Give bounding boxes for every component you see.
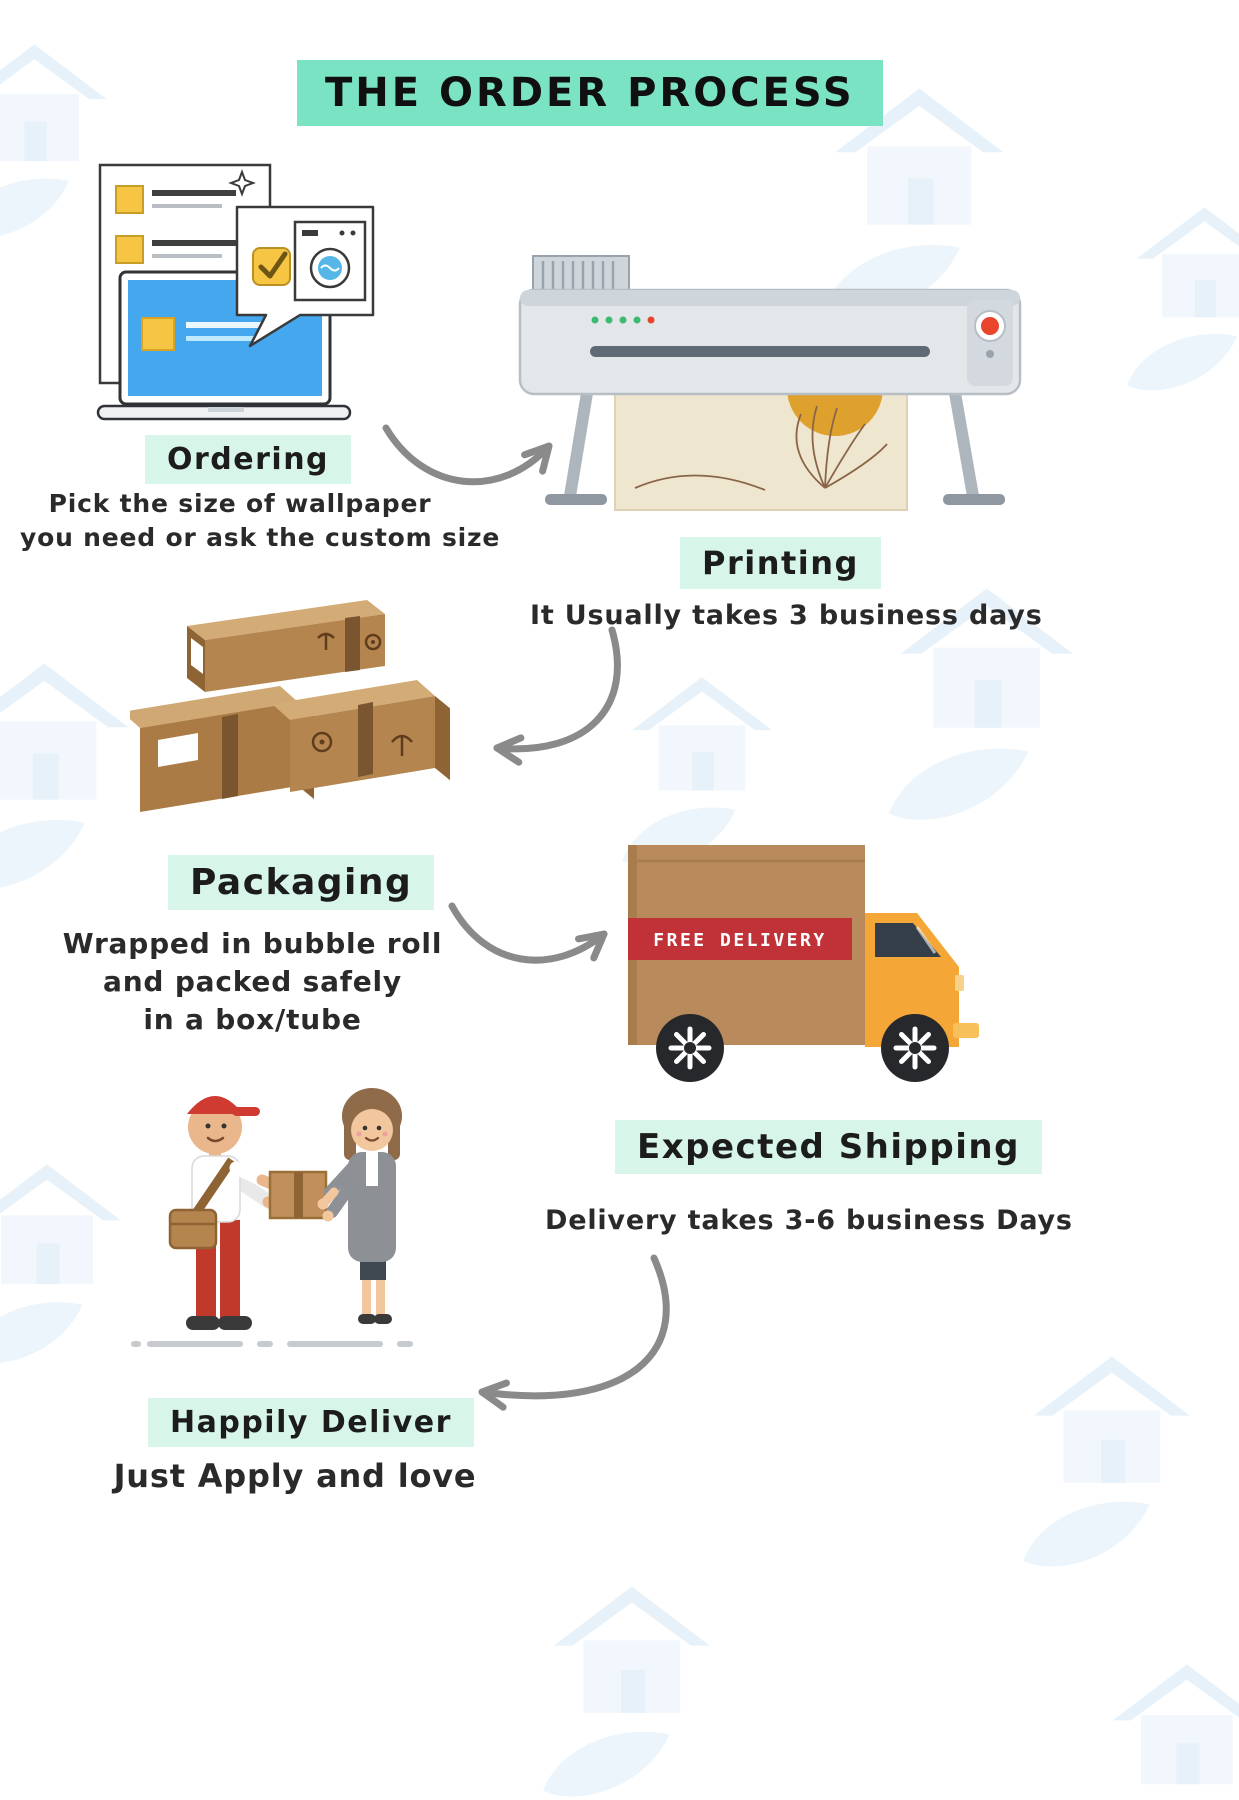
step-desc-deliver: Just Apply and love [95, 1455, 495, 1497]
truck-window [875, 923, 941, 957]
arrow-printing-to-packaging [493, 626, 621, 766]
speech-bubble [235, 205, 375, 348]
house-leaf-watermark-icon [543, 1586, 710, 1797]
order-documents-laptop-illustration [96, 163, 375, 421]
house-leaf-watermark-icon [1102, 1664, 1239, 1800]
cardboard-boxes-illustration [130, 600, 450, 812]
satchel-strap [190, 1157, 236, 1219]
truck-wheel [656, 1014, 724, 1082]
step-label-deliver: Happily Deliver [148, 1398, 474, 1447]
free-delivery-banner-text: FREE DELIVERY [653, 930, 826, 951]
packaging-desc-line: in a box/tube [143, 1003, 362, 1036]
cardboard-box [187, 600, 385, 692]
step-desc-printing: It Usually takes 3 business days [530, 598, 1043, 634]
free-delivery-banner: FREE DELIVERY [628, 918, 852, 960]
sparkle-icon [228, 169, 256, 197]
step-desc-ordering: Pick the size of wallpaper you need or a… [20, 487, 501, 555]
wide-format-printer-illustration [518, 255, 1022, 511]
red-cap-icon [187, 1096, 243, 1114]
step-label-shipping: Expected Shipping [615, 1120, 1042, 1174]
status-dots [591, 316, 655, 324]
printer-cartridge [532, 255, 630, 295]
headlight-icon [955, 975, 964, 991]
truck-wheel [881, 1014, 949, 1082]
handoff-package [268, 1170, 328, 1220]
house-leaf-watermark-icon [1127, 207, 1239, 391]
packaging-desc-line: Wrapped in bubble roll [62, 927, 443, 960]
customer-figure [317, 1088, 402, 1324]
printer-legs [564, 391, 979, 498]
truck-bumper [953, 1023, 979, 1038]
house-leaf-watermark-icon [1023, 1356, 1190, 1567]
printer-slot [590, 346, 930, 357]
step-desc-shipping: Delivery takes 3-6 business Days [545, 1203, 1073, 1239]
printer-body [518, 288, 1022, 396]
cardboard-box [130, 686, 314, 812]
printing-desc-line: It Usually takes 3 business days [530, 600, 1043, 631]
shipping-desc-line: Delivery takes 3-6 business Days [545, 1205, 1073, 1236]
package-handoff-illustration [131, 1088, 433, 1347]
ordering-desc-line: you need or ask the custom size [20, 523, 501, 552]
fragile-symbol-icon [317, 632, 335, 650]
washing-machine-icon [293, 220, 367, 302]
house-leaf-watermark-icon [0, 663, 129, 890]
step-label-packaging: Packaging [168, 855, 435, 910]
cardigan [348, 1152, 396, 1262]
house-leaf-watermark-icon [0, 1164, 121, 1364]
cardboard-box [272, 680, 450, 792]
arrow-shipping-to-deliver [478, 1254, 670, 1411]
ordering-desc-line: Pick the size of wallpaper [48, 489, 432, 518]
packaging-desc-line: and packed safely [103, 965, 402, 998]
satchel-bag [168, 1208, 218, 1250]
skirt [360, 1258, 386, 1280]
umbrella-symbol-icon [391, 734, 413, 756]
page-title: THE ORDER PROCESS [297, 60, 883, 126]
step-label-ordering: Ordering [145, 435, 352, 484]
step-desc-packaging: Wrapped in bubble roll and packed safely… [25, 925, 480, 1039]
step-label-printing: Printing [680, 537, 881, 589]
deliver-desc-line: Just Apply and love [113, 1457, 477, 1495]
radiation-symbol-icon [364, 633, 382, 651]
truck-cab [865, 913, 979, 1047]
delivery-truck-illustration: FREE DELIVERY [628, 845, 979, 1082]
courier-figure [168, 1096, 296, 1330]
radiation-symbol-icon [311, 731, 333, 753]
printer-power-button [981, 317, 999, 335]
